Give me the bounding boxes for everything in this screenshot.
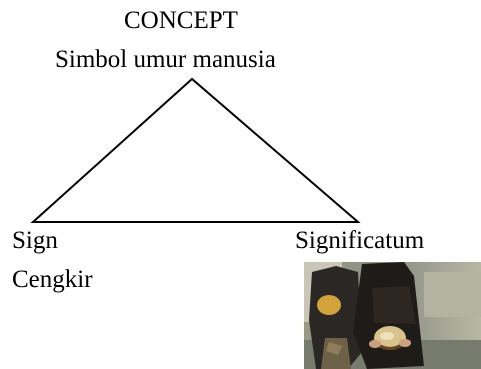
sign-heading: Sign [12, 227, 58, 254]
significatum-heading: Significatum [295, 227, 425, 254]
concept-heading: CONCEPT [124, 7, 238, 34]
significatum-photo [304, 262, 481, 369]
concept-description: Simbol umur manusia [55, 46, 276, 73]
sign-description: Cengkir [12, 266, 93, 293]
triangle-outline [30, 77, 361, 223]
